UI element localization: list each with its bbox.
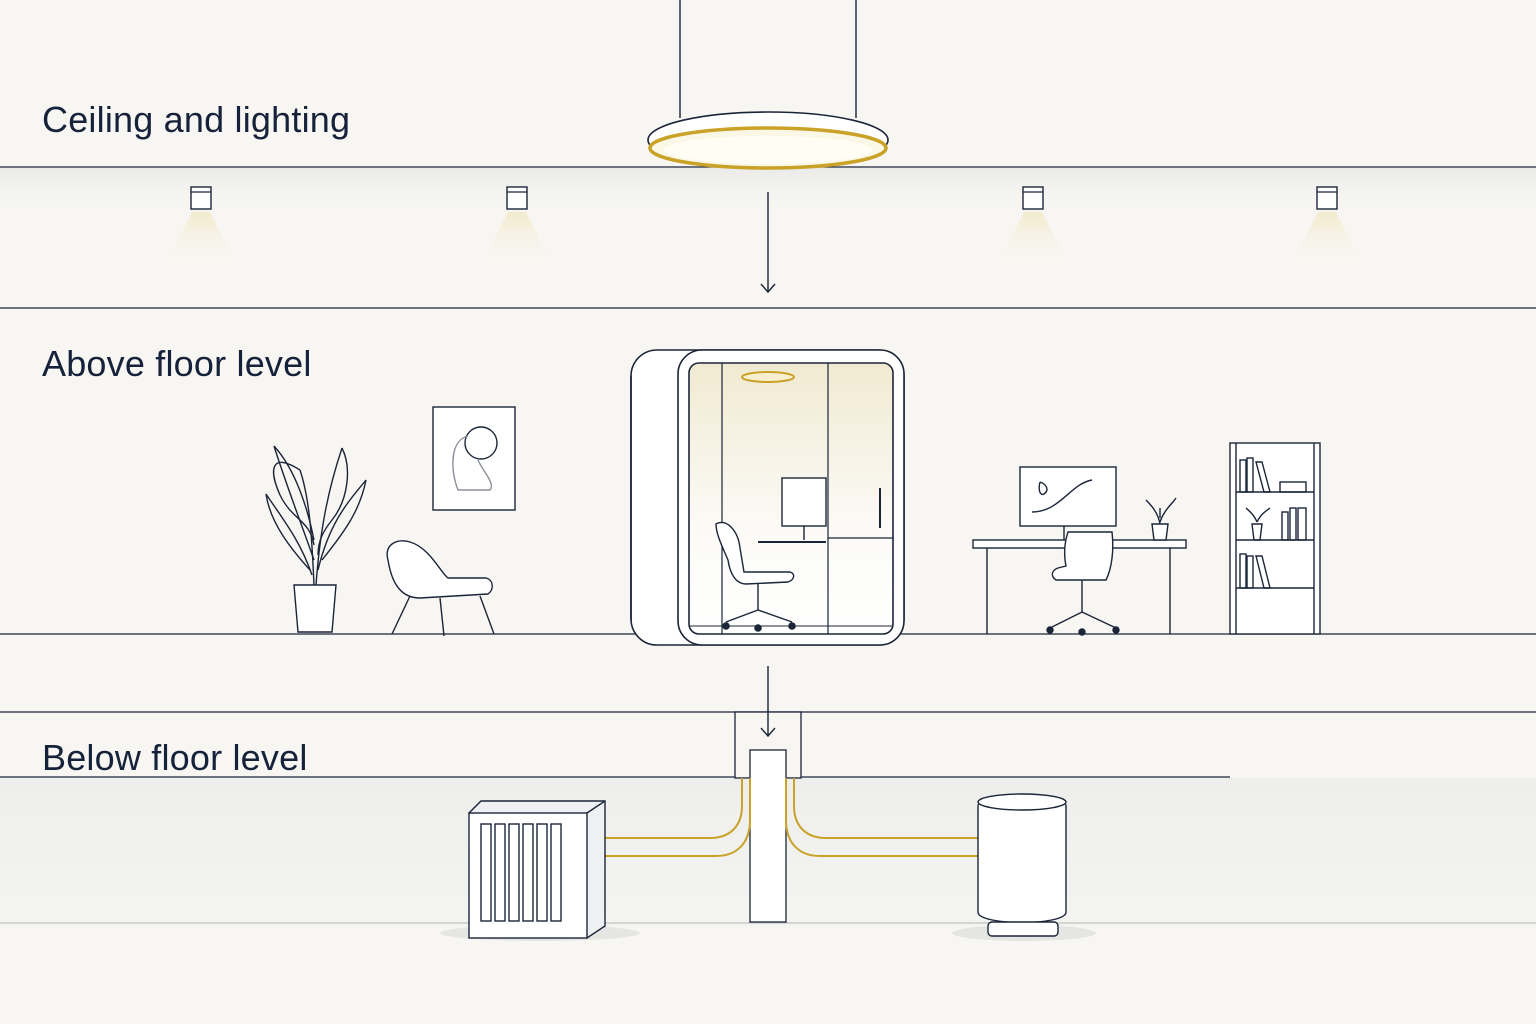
lounge-chair-icon — [386, 540, 495, 637]
potted-plant-icon — [265, 445, 367, 633]
section-label-below-floor: Below floor level — [42, 737, 308, 778]
pendant-ring-light-icon — [647, 0, 889, 170]
below-floor-section: Below floor level — [0, 666, 1536, 941]
service-shaft-icon — [734, 666, 802, 923]
downlight-icon — [996, 186, 1070, 268]
downlight-icon — [480, 186, 554, 268]
section-label-ceiling: Ceiling and lighting — [42, 99, 350, 140]
section-label-above-floor: Above floor level — [42, 343, 312, 384]
downlight-icon — [1290, 186, 1364, 268]
downlight-icon — [164, 186, 238, 268]
air-purifier-icon — [952, 793, 1096, 941]
gold-cable-icon — [605, 778, 978, 857]
framed-art-icon — [432, 406, 516, 511]
arrow-down-icon — [760, 192, 776, 294]
ceiling-section: Ceiling and lighting — [0, 0, 1536, 309]
above-floor-section: Above floor level — [0, 343, 1536, 713]
ventilation-unit-icon — [440, 800, 640, 941]
bookshelf-icon — [1229, 442, 1321, 635]
office-chair-icon — [1046, 531, 1120, 636]
phone-booth-pod-icon — [630, 349, 905, 646]
